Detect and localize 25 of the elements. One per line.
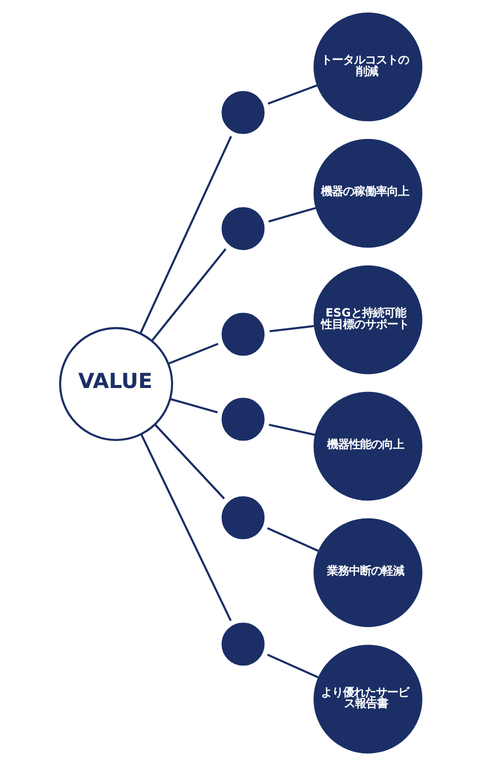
connector [140,136,232,334]
node-circle [220,311,266,358]
connector [168,342,218,365]
node-circle [220,89,266,136]
connector [267,654,319,678]
connector [268,206,316,223]
node-circle: 機器の稼働率向上 [314,138,422,248]
node-circle: ESGと持続可能性目標のサポート [314,265,422,374]
connector [269,324,314,332]
connector [170,398,218,414]
connector [154,424,225,500]
node-circle [220,206,266,252]
node-circle [220,621,266,668]
connector [268,84,318,105]
node-circle [220,494,266,541]
node-circle: VALUE [59,327,174,442]
connector [268,424,316,436]
node-circle: 機器性能の向上 [314,392,422,501]
connector [267,527,319,552]
connector [140,434,232,622]
node-circle: 業務中断の軽減 [314,518,422,628]
node-circle: トータルコストの削減 [314,12,422,122]
node-circle [220,396,266,442]
node-circle: より優れたサービス報告書 [314,644,422,754]
connector [151,248,226,342]
